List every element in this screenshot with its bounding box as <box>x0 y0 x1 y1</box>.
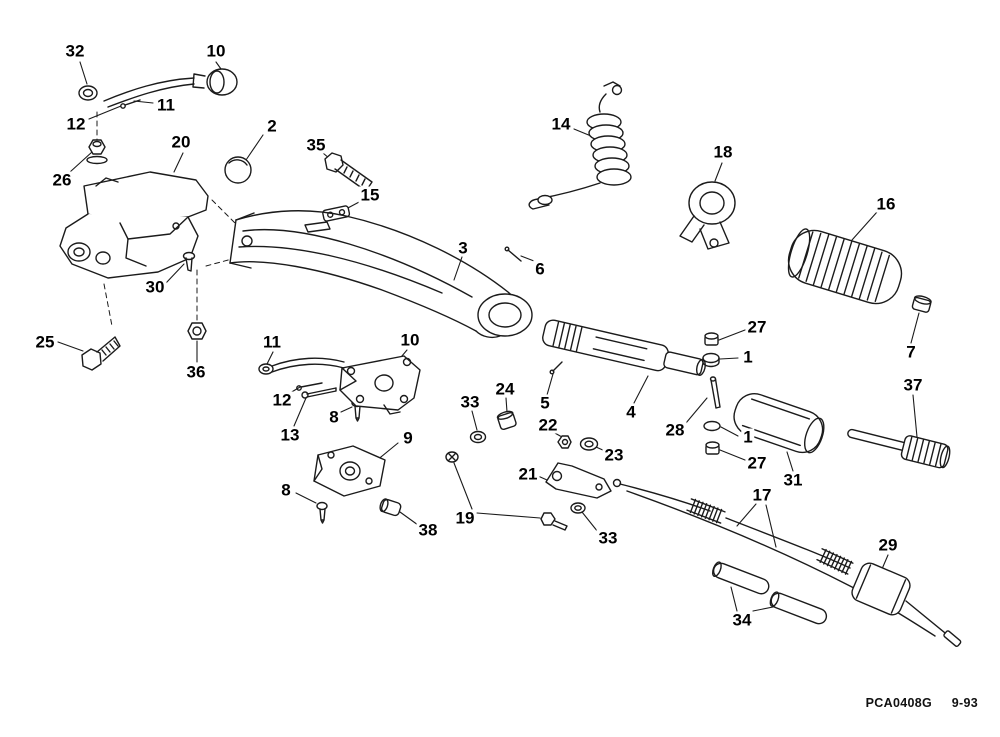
part-callout: 15 <box>358 185 382 205</box>
part-callout: 26 <box>50 170 74 190</box>
part-callout: 1 <box>741 427 755 447</box>
cable-barrel <box>851 562 911 616</box>
part-callout: 35 <box>304 135 328 155</box>
throttle-cable-lead <box>258 357 345 399</box>
screw-30 <box>182 251 196 272</box>
clamp-retainer <box>679 181 736 250</box>
cable-sleeves <box>711 561 828 625</box>
part-callout: 8 <box>327 407 341 427</box>
screw-19 <box>540 512 568 531</box>
cap-38 <box>379 498 402 517</box>
part-callout: 16 <box>874 194 898 214</box>
swivel-bracket-housing <box>59 171 209 279</box>
cap-2 <box>224 156 252 184</box>
screw-33-upper <box>445 451 459 463</box>
part-callout: 22 <box>536 415 560 435</box>
nut-22 <box>557 435 572 449</box>
throttle-shaft-gear <box>847 428 951 469</box>
part-callout: 7 <box>904 342 918 362</box>
tiller-arm <box>229 210 533 339</box>
part-callout: 5 <box>538 393 552 413</box>
part-callout: 14 <box>549 114 573 134</box>
part-callout: 33 <box>458 392 482 412</box>
part-callout: 27 <box>745 453 769 473</box>
handle-grip <box>787 228 903 305</box>
part-callout: 11 <box>261 332 283 352</box>
part-callout: 23 <box>602 445 626 465</box>
part-callout: 4 <box>624 402 638 422</box>
bolt-25 <box>81 336 121 371</box>
document-revision: 9-93 <box>951 696 978 710</box>
part-callout: 17 <box>750 485 774 505</box>
part-callout: 24 <box>493 379 517 399</box>
part-callout: 30 <box>143 277 167 297</box>
part-callout: 27 <box>745 317 769 337</box>
throttle-cables <box>612 478 962 647</box>
part-callout: 10 <box>204 41 228 61</box>
part-callout: 31 <box>781 470 805 490</box>
screw-8-lower <box>316 501 328 524</box>
bracket-9 <box>313 445 386 497</box>
part-callout: 12 <box>64 114 88 134</box>
part-callout: 37 <box>901 375 925 395</box>
part-callout: 33 <box>596 528 620 548</box>
part-callout: 21 <box>516 464 540 484</box>
part-callout: 38 <box>416 520 440 540</box>
document-code: PCA0408G 9-93 <box>866 696 978 710</box>
part-callout: 1 <box>741 347 755 367</box>
part-callout: 20 <box>169 132 193 152</box>
part-callout: 12 <box>270 390 294 410</box>
part-callout: 9 <box>401 428 415 448</box>
part-callout: 18 <box>711 142 735 162</box>
part-callout: 29 <box>876 535 900 555</box>
part-callout: 13 <box>278 425 302 445</box>
hex-nut-26 <box>86 139 108 165</box>
part-callout: 10 <box>398 330 422 350</box>
safety-lanyard <box>528 81 632 210</box>
pin-5 <box>549 361 563 375</box>
washer-33-upper <box>469 430 487 444</box>
grip-core-sleeve <box>733 392 825 454</box>
friction-adjuster-parts <box>702 332 721 455</box>
cap-7 <box>911 295 932 313</box>
part-callout: 6 <box>533 259 547 279</box>
part-callout: 19 <box>453 508 477 528</box>
stop-switch-knob-and-lead <box>78 68 238 109</box>
part-callout: 25 <box>33 332 57 352</box>
document-code-id: PCA0408G <box>865 696 932 710</box>
pin-6 <box>504 246 522 262</box>
assembly-axis-lines <box>96 111 237 327</box>
part-callout: 8 <box>279 480 293 500</box>
washer-33-lower <box>570 502 586 514</box>
bushing-24 <box>496 410 517 431</box>
part-callout: 3 <box>456 238 470 258</box>
bracket-10 <box>339 355 421 415</box>
washer-23 <box>579 437 599 451</box>
throttle-link-21 <box>545 462 612 499</box>
throttle-shaft-tube <box>542 319 706 376</box>
hex-nut-36 <box>187 322 207 340</box>
part-callout: 36 <box>184 362 208 382</box>
part-callout: 2 <box>265 116 279 136</box>
part-callout: 32 <box>63 41 87 61</box>
part-callout: 34 <box>730 610 754 630</box>
part-callout: 11 <box>155 95 177 115</box>
part-callout: 28 <box>663 420 687 440</box>
